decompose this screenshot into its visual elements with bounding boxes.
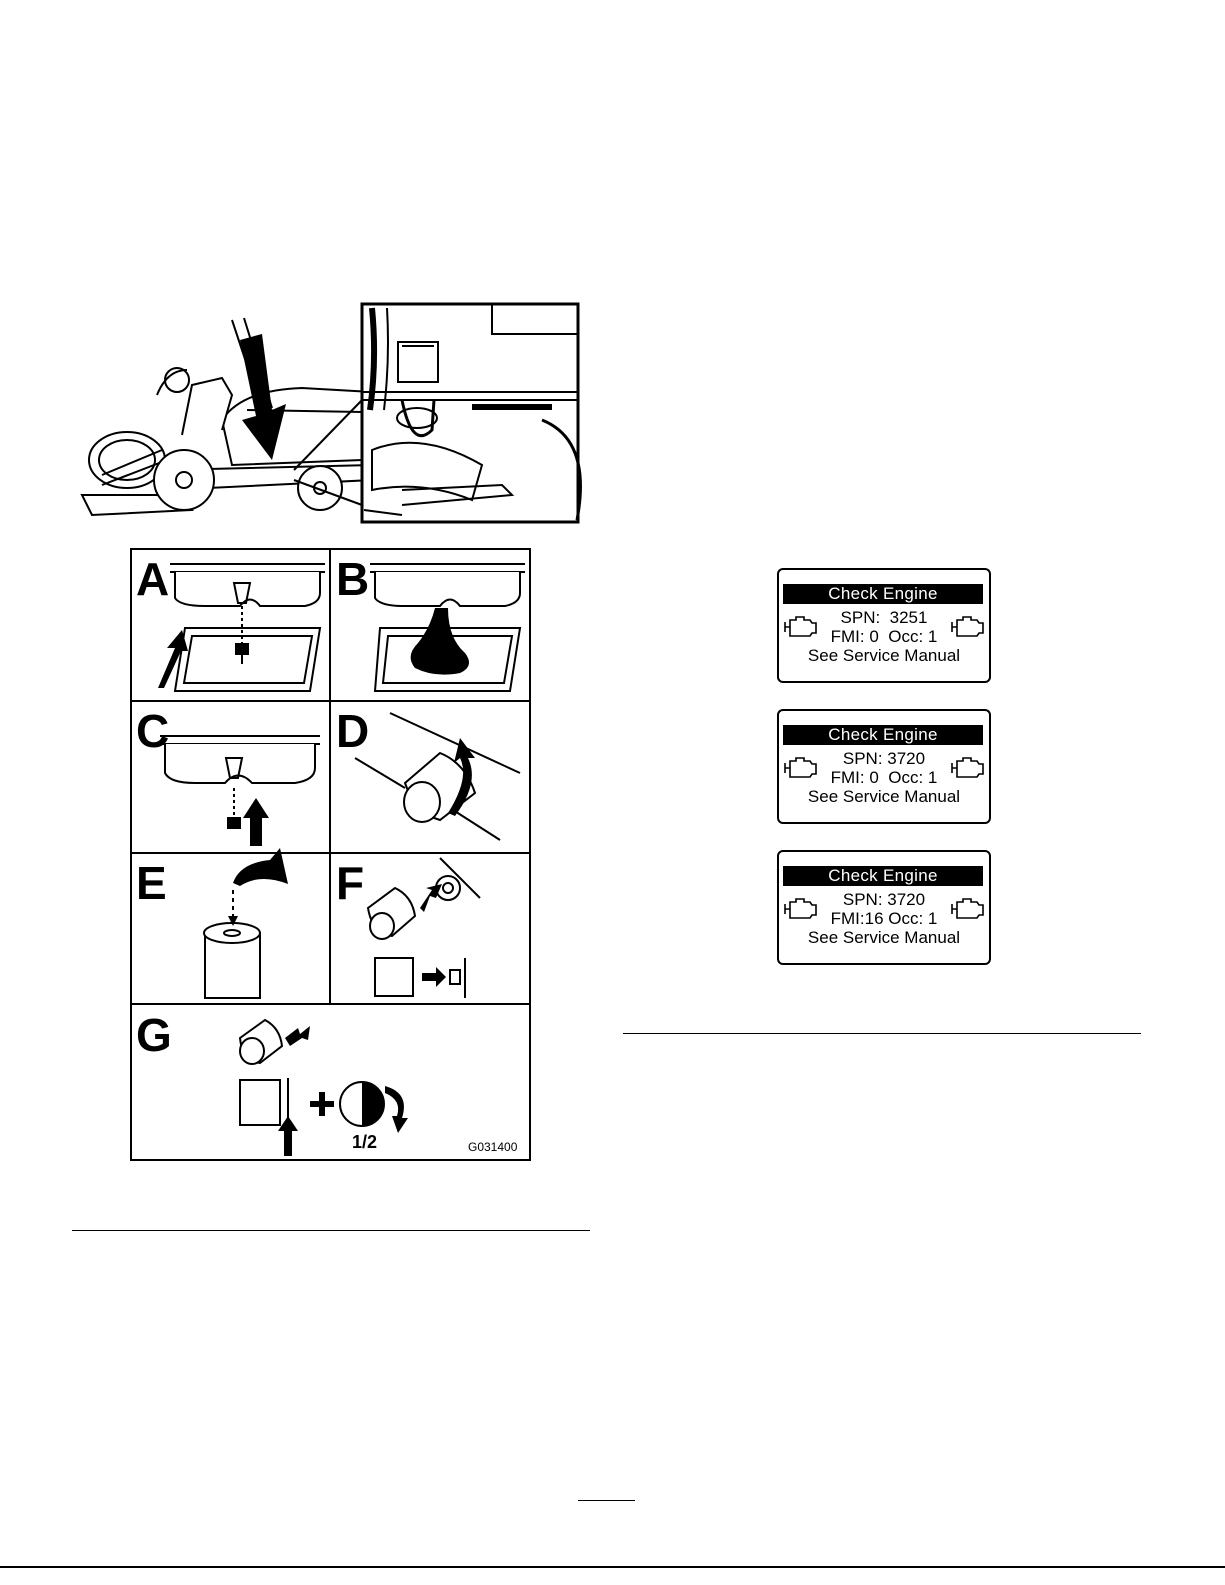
- display-footer: See Service Manual: [779, 787, 989, 807]
- mower-machine-drawing: [72, 300, 582, 525]
- figure-code: G031400: [468, 1140, 517, 1154]
- engine-display-2: Check Engine SPN: 3720 FMI: 0 Occ: 1 See…: [777, 709, 991, 824]
- oil-change-steps-figure: A B C D E F G 1/2 G031400: [130, 548, 531, 1161]
- panel-letter-e: E: [136, 856, 167, 910]
- display-title: Check Engine: [783, 725, 983, 745]
- machine-illustration: [72, 300, 582, 525]
- panel-letter-a: A: [136, 552, 169, 606]
- check-engine-icon: [949, 614, 985, 640]
- check-engine-icon: [949, 755, 985, 781]
- right-column-rule: [623, 1033, 1141, 1034]
- display-title: Check Engine: [783, 584, 983, 604]
- footer-rule: [0, 1566, 1225, 1568]
- display-footer: See Service Manual: [779, 928, 989, 948]
- check-engine-icon: [949, 896, 985, 922]
- panel-a-drawing: [170, 564, 325, 691]
- panel-letter-b: B: [336, 552, 369, 606]
- half-turn-label: 1/2: [352, 1132, 377, 1153]
- panel-letter-g: G: [136, 1008, 172, 1062]
- display-footer: See Service Manual: [779, 646, 989, 666]
- display-title: Check Engine: [783, 866, 983, 886]
- engine-display-1: Check Engine SPN: 3251 FMI: 0 Occ: 1 See…: [777, 568, 991, 683]
- left-column-rule: [72, 1230, 590, 1231]
- panel-letter-d: D: [336, 704, 369, 758]
- check-engine-icon: [782, 896, 818, 922]
- check-engine-icon: [782, 614, 818, 640]
- engine-display-3: Check Engine SPN: 3720 FMI:16 Occ: 1 See…: [777, 850, 991, 965]
- panel-letter-f: F: [336, 856, 364, 910]
- panel-letter-c: C: [136, 704, 169, 758]
- page-number-rule: [578, 1500, 635, 1501]
- steps-grid: [130, 548, 531, 1161]
- check-engine-icon: [782, 755, 818, 781]
